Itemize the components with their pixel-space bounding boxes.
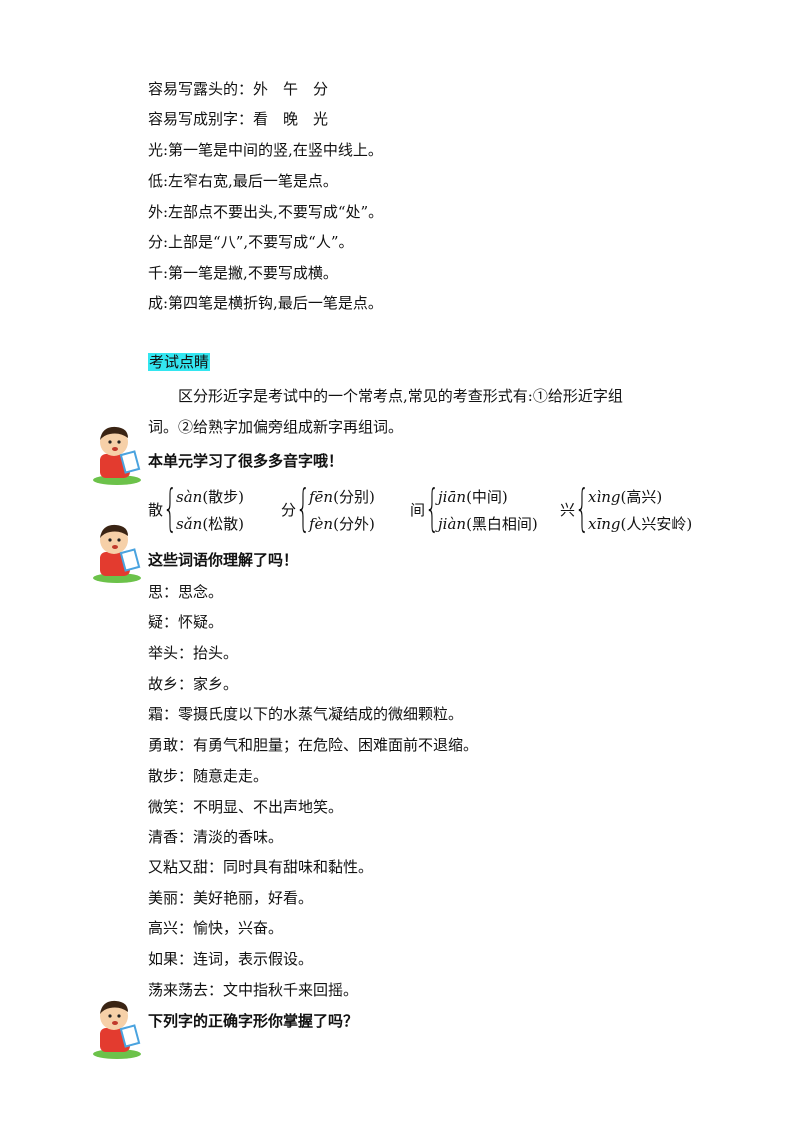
polyphone-char: 间: [410, 501, 426, 519]
vocab-item: 美丽：美好艳丽，好看。: [148, 889, 314, 907]
intro-line: 成:第四笔是横折钩,最后一笔是点。: [148, 294, 383, 312]
pinyin: fēn: [309, 488, 334, 506]
example-word: (高兴): [620, 488, 663, 506]
brace-icon: {: [163, 479, 178, 537]
vocab-item: 霜：零摄氏度以下的水蒸气凝结成的微细颗粒。: [148, 705, 464, 723]
polyphone-char: 兴: [560, 501, 576, 519]
vocab-item: 又粘又甜：同时具有甜味和黏性。: [148, 858, 374, 876]
vocab-item: 故乡：家乡。: [148, 675, 239, 693]
pinyin: xīng: [588, 515, 621, 533]
brace-icon: {: [575, 479, 590, 537]
intro-line: 容易写露头的：外 午 分: [148, 80, 329, 98]
example-word: (分外): [333, 515, 375, 533]
pinyin: sǎn: [176, 515, 203, 533]
polyphone-heading: 本单元学习了很多多音字哦！: [148, 452, 344, 470]
polyphone-char: 分: [281, 501, 297, 519]
forms-heading: 下列字的正确字形你掌握了吗？: [148, 1012, 359, 1030]
brace-icon: {: [296, 479, 311, 537]
intro-line: 低:左窄右宽,最后一笔是点。: [148, 172, 338, 190]
pinyin: jiān: [438, 488, 467, 506]
vocab-item: 散步：随意走走。: [148, 767, 269, 785]
example-word: (人兴安岭): [620, 515, 693, 533]
example-word: (松散): [202, 515, 245, 533]
example-word: (散步): [202, 488, 245, 506]
vocab-item: 荡来荡去：文中指秋千来回摇。: [148, 981, 359, 999]
example-word: (分别): [333, 488, 375, 506]
reading-kid-icon: [93, 1000, 141, 1059]
pinyin: fèn: [309, 515, 334, 533]
example-word: (黑白相间): [466, 515, 538, 533]
vocab-item: 勇敢：有勇气和胆量；在危险、困难面前不退缩。: [148, 736, 479, 754]
brace-icon: {: [425, 479, 440, 537]
intro-line: 容易写成别字：看 晚 光: [148, 110, 329, 128]
example-word: (中间): [466, 488, 508, 506]
exam-section-title: 考试点睛: [148, 353, 211, 371]
pinyin: jiàn: [438, 515, 467, 533]
exam-paragraph-line2: 词。②给熟字加偏旁组成新字再组词。: [148, 418, 404, 436]
vocab-item: 如果：连词，表示假设。: [148, 950, 314, 968]
intro-line: 光:第一笔是中间的竖,在竖中线上。: [148, 141, 383, 159]
pinyin: xìng: [588, 488, 621, 506]
vocab-item: 思：思念。: [148, 583, 224, 601]
intro-line: 分:上部是“八”,不要写成“人”。: [148, 233, 354, 251]
polyphone-char: 散: [148, 501, 164, 519]
vocab-item: 举头：抬头。: [148, 644, 239, 662]
reading-kid-icon: [93, 426, 141, 485]
pinyin: sàn: [176, 488, 203, 506]
reading-kid-icon: [93, 524, 141, 583]
vocab-item: 疑：怀疑。: [148, 613, 224, 631]
vocab-item: 高兴：愉快，兴奋。: [148, 919, 284, 937]
exam-paragraph-line1: 区分形近字是考试中的一个常考点,常见的考查形式有:①给形近字组: [178, 387, 623, 405]
intro-line: 外:左部点不要出头,不要写成“处”。: [148, 203, 384, 221]
vocab-heading: 这些词语你理解了吗！: [148, 551, 299, 569]
intro-line: 千:第一笔是撇,不要写成横。: [148, 264, 338, 282]
vocab-item: 清香：清淡的香味。: [148, 828, 284, 846]
vocab-item: 微笑：不明显、不出声地笑。: [148, 798, 344, 816]
